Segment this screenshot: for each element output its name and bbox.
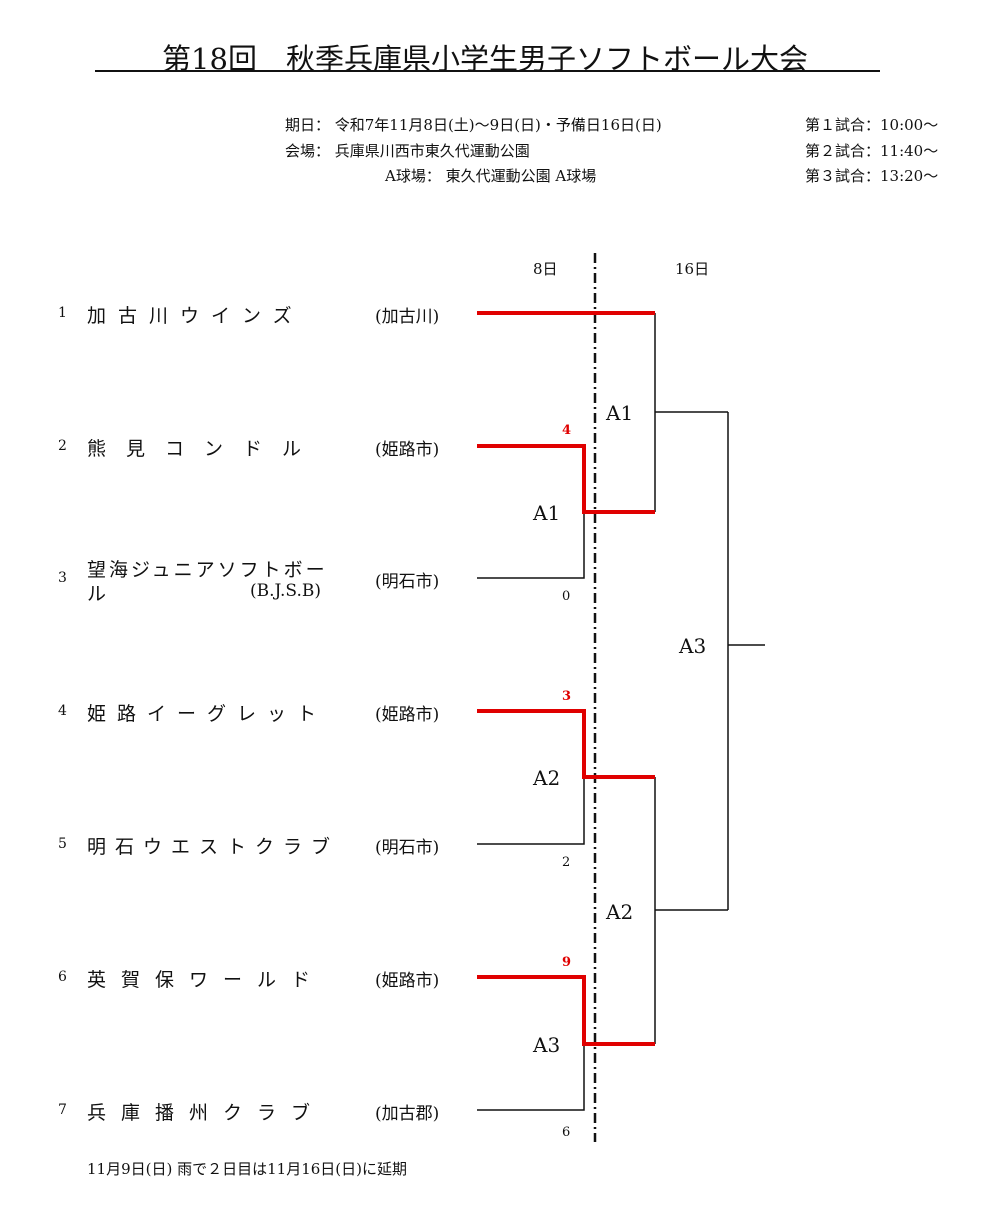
score: 3 — [562, 689, 572, 704]
match-label: A2 — [606, 900, 634, 924]
title-underline — [95, 70, 880, 72]
match2-time: 第２試合：11:40～ — [805, 142, 939, 160]
match-label: A3 — [533, 1033, 561, 1057]
team-name-cont: ル — [87, 583, 119, 605]
day1-label: 8日 — [533, 260, 558, 278]
venue-info: 会場： 兵庫県川西市東久代運動公園 — [285, 142, 530, 160]
team-abbr: (B.J.S.B) — [250, 581, 321, 601]
team-number: 6 — [58, 969, 67, 985]
team3-line — [477, 512, 585, 579]
date-info: 期日： 令和7年11月8日(土)～9日(日)・予備日16日(日) — [285, 116, 662, 134]
team-number: 3 — [58, 570, 67, 586]
team-region: (姫路市) — [375, 971, 440, 991]
match-label: A1 — [606, 401, 634, 425]
day2-label: 16日 — [675, 260, 710, 278]
team-name: 加古川ウインズ — [87, 305, 304, 327]
score: 4 — [562, 423, 572, 438]
team2-win-line — [477, 444, 655, 514]
team-name: 兵庫播州クラブ — [87, 1102, 326, 1124]
team-region: (明石市) — [375, 572, 440, 592]
match-label: A2 — [533, 766, 561, 790]
team5-line — [477, 777, 585, 845]
team-number: 1 — [58, 305, 67, 321]
team-number: 2 — [58, 438, 67, 454]
team-name: 姫路イーグレット — [87, 703, 328, 725]
match1-time: 第１試合：10:00～ — [805, 116, 939, 134]
score: 2 — [562, 855, 571, 870]
team-name: 明石ウエストクラブ — [87, 836, 340, 858]
team-name: 熊見コンドル — [87, 438, 322, 460]
team-number: 4 — [58, 703, 67, 719]
match-label: A3 — [679, 634, 707, 658]
team7-line — [477, 1044, 585, 1111]
team-number: 7 — [58, 1102, 67, 1118]
team6-win-line — [477, 975, 655, 1046]
match3-time: 第３試合：13:20～ — [805, 167, 939, 185]
score: 9 — [562, 955, 572, 970]
match-label: A1 — [533, 501, 561, 525]
team-region: (加古川) — [375, 307, 440, 327]
team4-win-line — [477, 709, 655, 779]
team-name: 英賀保ワールド — [87, 969, 326, 991]
score: 0 — [562, 589, 571, 604]
team-region: (加古郡) — [375, 1104, 440, 1124]
team-region: (姫路市) — [375, 440, 440, 460]
team-number: 5 — [58, 836, 67, 852]
score: 6 — [562, 1125, 571, 1140]
team-name: 望海ジュニアソフトボー — [87, 559, 328, 581]
team-region: (明石市) — [375, 838, 440, 858]
footer-note: 11月9日(日) 雨で２日目は11月16日(日)に延期 — [87, 1160, 407, 1178]
field-info: A球場： 東久代運動公園 A球場 — [385, 167, 597, 185]
team-region: (姫路市) — [375, 705, 440, 725]
